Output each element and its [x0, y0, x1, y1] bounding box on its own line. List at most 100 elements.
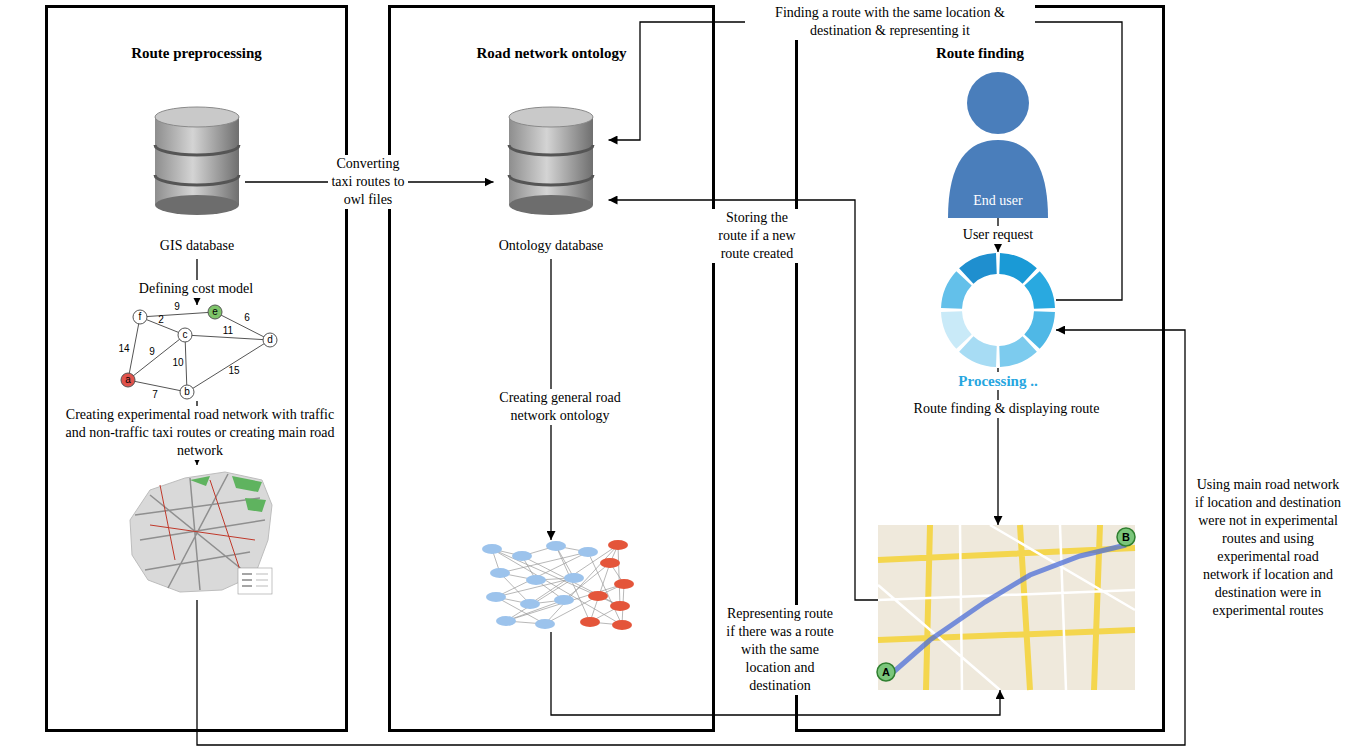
step-caption-wrap: Creating experimental road network with … — [60, 406, 340, 460]
database-label: Ontology database — [499, 237, 604, 259]
graph-text-wrap: 2 — [149, 313, 173, 327]
ontology-class — [535, 619, 555, 629]
marker-letter: B — [1118, 529, 1134, 545]
graph-text-wrap: b — [175, 385, 199, 399]
connector — [609, 200, 879, 600]
end-user-label: End user — [948, 192, 1048, 210]
panel-heading: Route finding — [798, 44, 1162, 62]
graph-text-wrap: 6 — [235, 311, 259, 325]
ontology-graph — [482, 540, 634, 630]
step-caption: Creating general road network ontology — [475, 389, 645, 425]
path-shape — [130, 472, 272, 592]
database-node: GIS database — [149, 112, 245, 259]
edge-label: Storing the route if a new route created — [710, 209, 804, 263]
graph-edge-weight: 2 — [149, 313, 173, 327]
request-caption-wrap: User request — [961, 226, 1035, 244]
graph-edge-weight: 9 — [140, 345, 164, 359]
graph-caption-wrap: Defining cost model — [137, 280, 255, 298]
graph-text-wrap: 9 — [140, 345, 164, 359]
path-shape — [150, 480, 255, 570]
graph-text-wrap: f — [128, 310, 152, 324]
ontology-class — [482, 544, 502, 554]
stage-panel: Route preprocessingGIS databaseDefining … — [45, 5, 348, 732]
path-shape — [242, 574, 252, 586]
ontology-instance — [600, 558, 620, 568]
graph-edge-weight: 14 — [112, 342, 136, 356]
step-caption-wrap: Creating general road network ontology — [475, 389, 645, 425]
database-node: Ontology database — [494, 112, 609, 259]
graph-text-wrap: c — [173, 328, 197, 342]
ring-segment — [941, 311, 972, 349]
edge-label: Using main road network if location and … — [1193, 476, 1343, 620]
graph-vertex-letter: b — [175, 385, 199, 399]
rect-shape — [238, 568, 272, 594]
graph-text-wrap: 10 — [166, 356, 190, 370]
edge-label: Converting taxi routes to owl files — [328, 155, 408, 209]
graph-edge-weight: 9 — [165, 300, 189, 314]
ontology-instance — [610, 601, 630, 611]
ring-segment — [1024, 271, 1055, 309]
line-shape — [185, 335, 187, 392]
graph-edge-weight: 7 — [143, 388, 167, 402]
graph-edge-weight: 10 — [166, 356, 190, 370]
processing-ring — [941, 253, 1055, 367]
processing-label: Processing .. — [956, 372, 1039, 390]
path-shape — [256, 574, 268, 586]
path-shape — [948, 140, 1048, 218]
ontology-class — [486, 592, 506, 602]
ontology-link — [530, 545, 618, 604]
ontology-class — [554, 595, 574, 605]
end-user-icon — [948, 72, 1048, 218]
ontology-link — [588, 552, 622, 625]
ontology-link — [500, 552, 588, 573]
graph-vertex-letter: d — [258, 333, 282, 347]
graph-vertex-letter: e — [203, 305, 227, 319]
ontology-link — [545, 545, 618, 624]
ring-segment — [999, 336, 1037, 367]
cost-model-graph: Defining cost modelfecdab9621114910157 — [110, 305, 282, 401]
graph-text-wrap: e — [203, 305, 227, 319]
ontology-class — [496, 616, 516, 626]
graph-vertex-letter: a — [116, 373, 140, 387]
processing-node: User requestProcessing .. — [940, 252, 1056, 368]
ontology-instance — [608, 540, 628, 550]
graph-text-wrap: 14 — [112, 342, 136, 356]
panel-heading: Route preprocessing — [48, 44, 345, 62]
stage-panel: Road network ontologyOntology databaseCr… — [388, 5, 715, 732]
route-map-node: Route finding & displaying route — [878, 525, 1135, 690]
ontology-class — [526, 575, 546, 585]
edge-label-wrap: Finding a route with the same location &… — [745, 4, 1035, 40]
road-network-map: Creating experimental road network with … — [125, 465, 275, 600]
panel-heading-wrap: Road network ontology — [391, 44, 712, 62]
graph-text-wrap: a — [116, 373, 140, 387]
path-shape — [878, 525, 1135, 690]
step-caption: Route finding & displaying route — [912, 400, 1102, 418]
graph-text-wrap: 7 — [143, 388, 167, 402]
graph-text-wrap: 11 — [216, 324, 240, 338]
ontology-class — [564, 573, 584, 583]
line-shape — [140, 312, 215, 317]
connector — [609, 22, 1123, 300]
connector — [997, 368, 998, 525]
edge-label-wrap: Using main road network if location and … — [1193, 476, 1343, 620]
ontology-instance — [580, 617, 600, 627]
ontology-graph-node: Creating general road network ontology — [480, 540, 640, 632]
graph-edge-weight: 15 — [222, 364, 246, 378]
panel-heading-wrap: Route preprocessing — [48, 44, 345, 62]
circle-shape — [1117, 528, 1135, 546]
stage-panel: Route findingEnd userUser requestProcess… — [795, 5, 1165, 732]
database-label: GIS database — [160, 237, 234, 259]
ring-segment — [959, 253, 997, 284]
ontology-link — [506, 600, 564, 621]
path-shape — [890, 545, 1126, 675]
graph-vertex-letter: f — [128, 310, 152, 324]
ontology-link — [564, 563, 610, 600]
edge-label-wrap: Converting taxi routes to owl files — [328, 155, 408, 209]
panel-heading: Road network ontology — [391, 44, 712, 62]
ontology-class — [520, 599, 540, 609]
step-caption-wrap: Route finding & displaying route — [877, 399, 1137, 418]
street-map — [877, 525, 1135, 690]
